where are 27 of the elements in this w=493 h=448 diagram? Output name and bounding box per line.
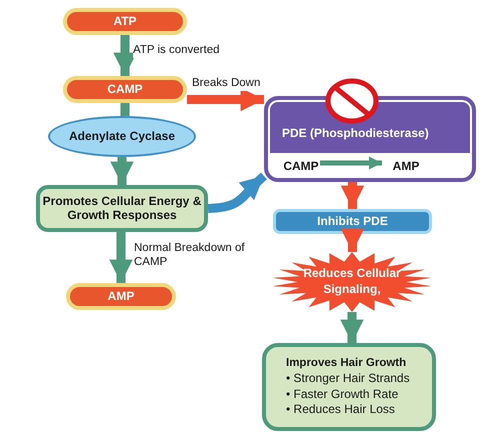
substrate-label: CAMP bbox=[278, 158, 324, 176]
bullet-item: • Stronger Hair Strands bbox=[286, 371, 410, 387]
result-box bbox=[262, 343, 436, 431]
starburst bbox=[272, 252, 432, 312]
edge-label: Breaks Down bbox=[192, 77, 260, 91]
node-heading: PDE (Phosphodiesterase) bbox=[282, 126, 429, 142]
bullet-item: • Reduces Hair Loss bbox=[286, 402, 395, 418]
process-box: Promotes Cellular Energy & Growth Responses bbox=[36, 185, 208, 232]
arrow bbox=[340, 312, 364, 343]
arrow bbox=[340, 228, 364, 252]
node-heading: Improves Hair Growth bbox=[286, 356, 406, 372]
arrow bbox=[340, 182, 364, 209]
node-heading: Reduces Cellular Signaling, bbox=[302, 266, 402, 298]
bullet-item: • Faster Growth Rate bbox=[286, 386, 398, 402]
process-box: Inhibits PDE bbox=[273, 209, 432, 234]
arrow bbox=[320, 156, 382, 170]
product-label: AMP bbox=[386, 158, 426, 176]
process-pill: AMP bbox=[66, 283, 176, 310]
arrow bbox=[113, 35, 137, 76]
edge-label: ATP is converted bbox=[133, 44, 220, 58]
arrow bbox=[208, 172, 267, 213]
process-pill: ATP bbox=[63, 8, 187, 35]
enzyme-ellipse: Adenylate Cyclase bbox=[48, 116, 196, 157]
arrow bbox=[109, 232, 133, 283]
arrow bbox=[110, 157, 134, 185]
process-pill: CAMP bbox=[63, 76, 187, 103]
enzyme-box bbox=[264, 96, 476, 182]
